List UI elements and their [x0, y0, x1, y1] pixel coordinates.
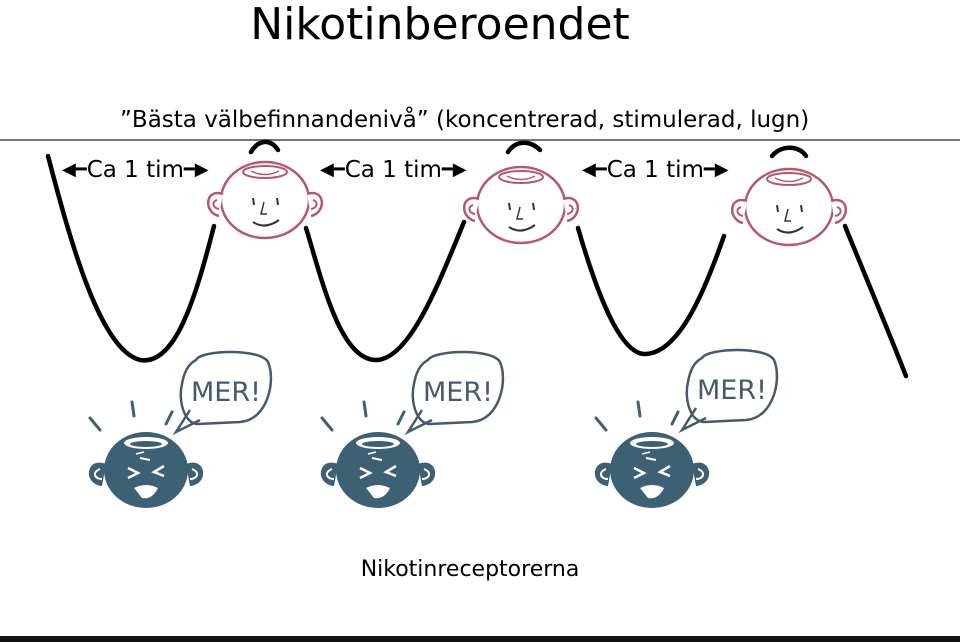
happy-face-icon: [462, 165, 580, 245]
wellbeing-threshold-line: [0, 139, 960, 141]
arrow-left-icon: ◀━: [582, 159, 607, 180]
arrow-right-icon: ━▶: [183, 159, 209, 180]
receptors-label: Nikotinreceptorerna: [360, 557, 580, 582]
arrow-right-icon: ━▶: [703, 159, 729, 180]
happy-face-icon: [730, 167, 848, 247]
speech-text: MER!: [191, 377, 261, 408]
arrow-left-icon: ◀━: [320, 159, 345, 180]
interval-label-3: ◀━ Ca 1 tim ━▶: [582, 157, 729, 183]
arrow-left-icon: ◀━: [62, 159, 87, 180]
arrow-right-icon: ━▶: [441, 159, 467, 180]
footer-bar: [0, 636, 960, 642]
speech-bubble: MER!: [678, 348, 779, 434]
slide-title: Nikotinberoendet: [250, 0, 630, 50]
interval-label-1: ◀━ Ca 1 tim ━▶: [62, 157, 209, 183]
speech-text: MER!: [423, 377, 493, 408]
wellbeing-level-label: ”Bästa välbefinnandenivå” (koncentrerad,…: [120, 107, 810, 133]
speech-bubble: MER!: [172, 350, 273, 436]
speech-bubble: MER!: [404, 350, 505, 436]
interval-label-2: ◀━ Ca 1 tim ━▶: [320, 157, 467, 183]
speech-text: MER!: [697, 375, 767, 406]
nicotine-level-curve: [45, 139, 909, 379]
